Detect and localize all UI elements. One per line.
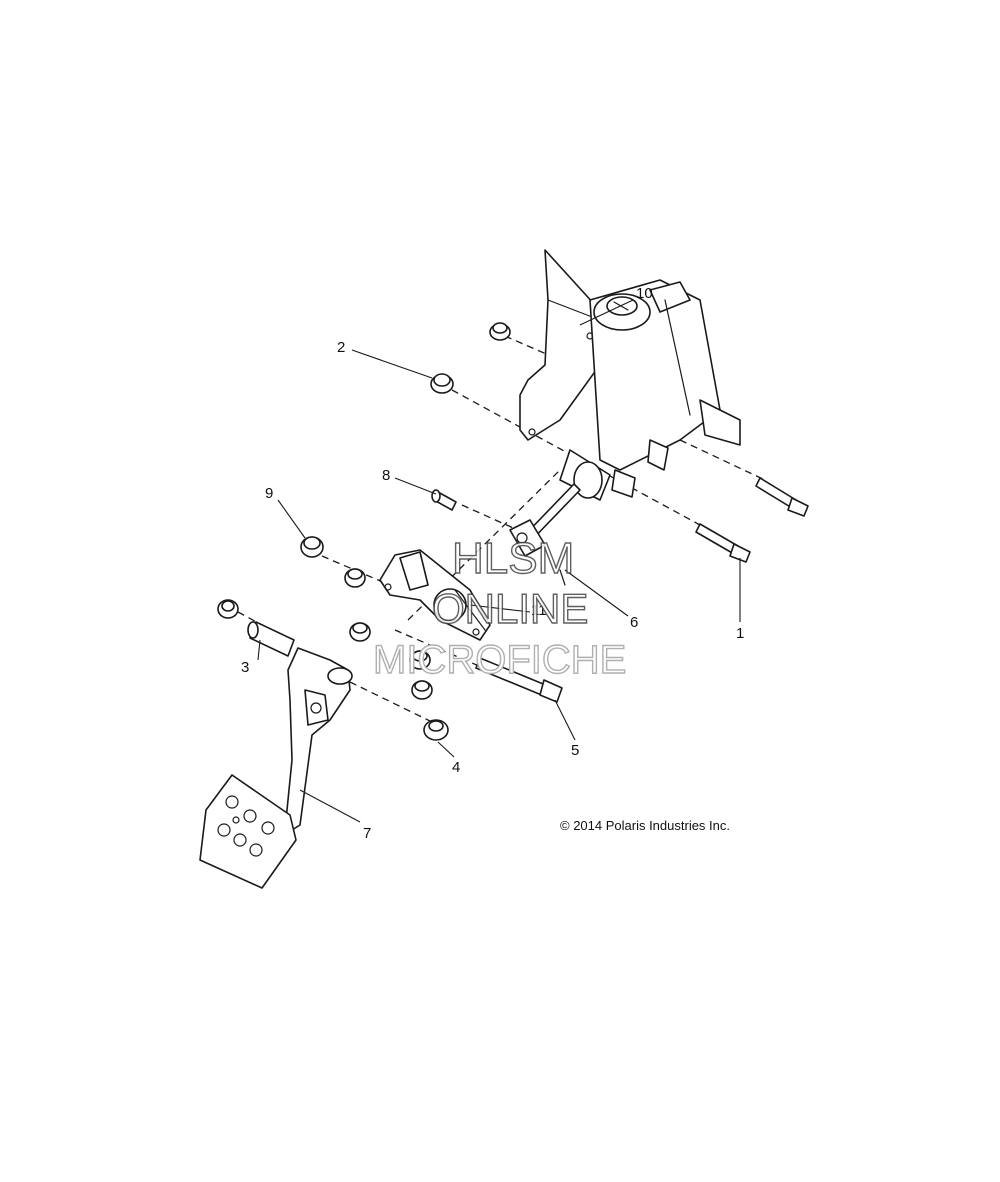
watermark-line-3: MICROFICHE	[373, 638, 626, 682]
upper-bolt	[755, 477, 809, 517]
watermark: HLSM ONLINE MICROFICHE	[372, 533, 627, 682]
callout-3: 3	[241, 659, 249, 676]
bracket-nuts	[344, 568, 433, 700]
flange-nut-2	[430, 373, 454, 394]
bushing-4	[423, 719, 449, 741]
callout-6: 6	[630, 614, 638, 631]
callout-11: 11	[531, 602, 547, 619]
copyright-notice: © 2014 Polaris Industries Inc.	[560, 818, 730, 833]
brake-pedal	[199, 647, 353, 889]
clevis-pin	[431, 489, 457, 511]
callout-7: 7	[363, 825, 371, 842]
pedal-pad-holes	[217, 795, 275, 857]
callout-9: 9	[265, 485, 273, 502]
push-rod	[509, 483, 581, 586]
callout-5: 5	[571, 742, 579, 759]
callout-10: 10	[636, 285, 653, 302]
watermark-line-2: ONLINE	[432, 585, 588, 632]
watermark-line-1: HLSM	[452, 534, 574, 583]
leader-lines	[257, 299, 741, 823]
callout-8: 8	[382, 467, 390, 484]
sleeve-3	[217, 599, 295, 657]
flange-nut-shield	[489, 322, 511, 341]
bolt-1	[695, 523, 751, 563]
pivot-bolt	[475, 657, 563, 703]
callout-labels: 10 2 8 9 11 6 1 3 5 4 7	[241, 285, 744, 842]
callout-4: 4	[452, 759, 460, 776]
pedal-bracket	[379, 549, 491, 641]
callout-2: 2	[337, 339, 345, 356]
callout-1: 1	[736, 625, 744, 642]
master-cylinder	[559, 279, 741, 501]
flange-nut-9	[300, 536, 324, 558]
